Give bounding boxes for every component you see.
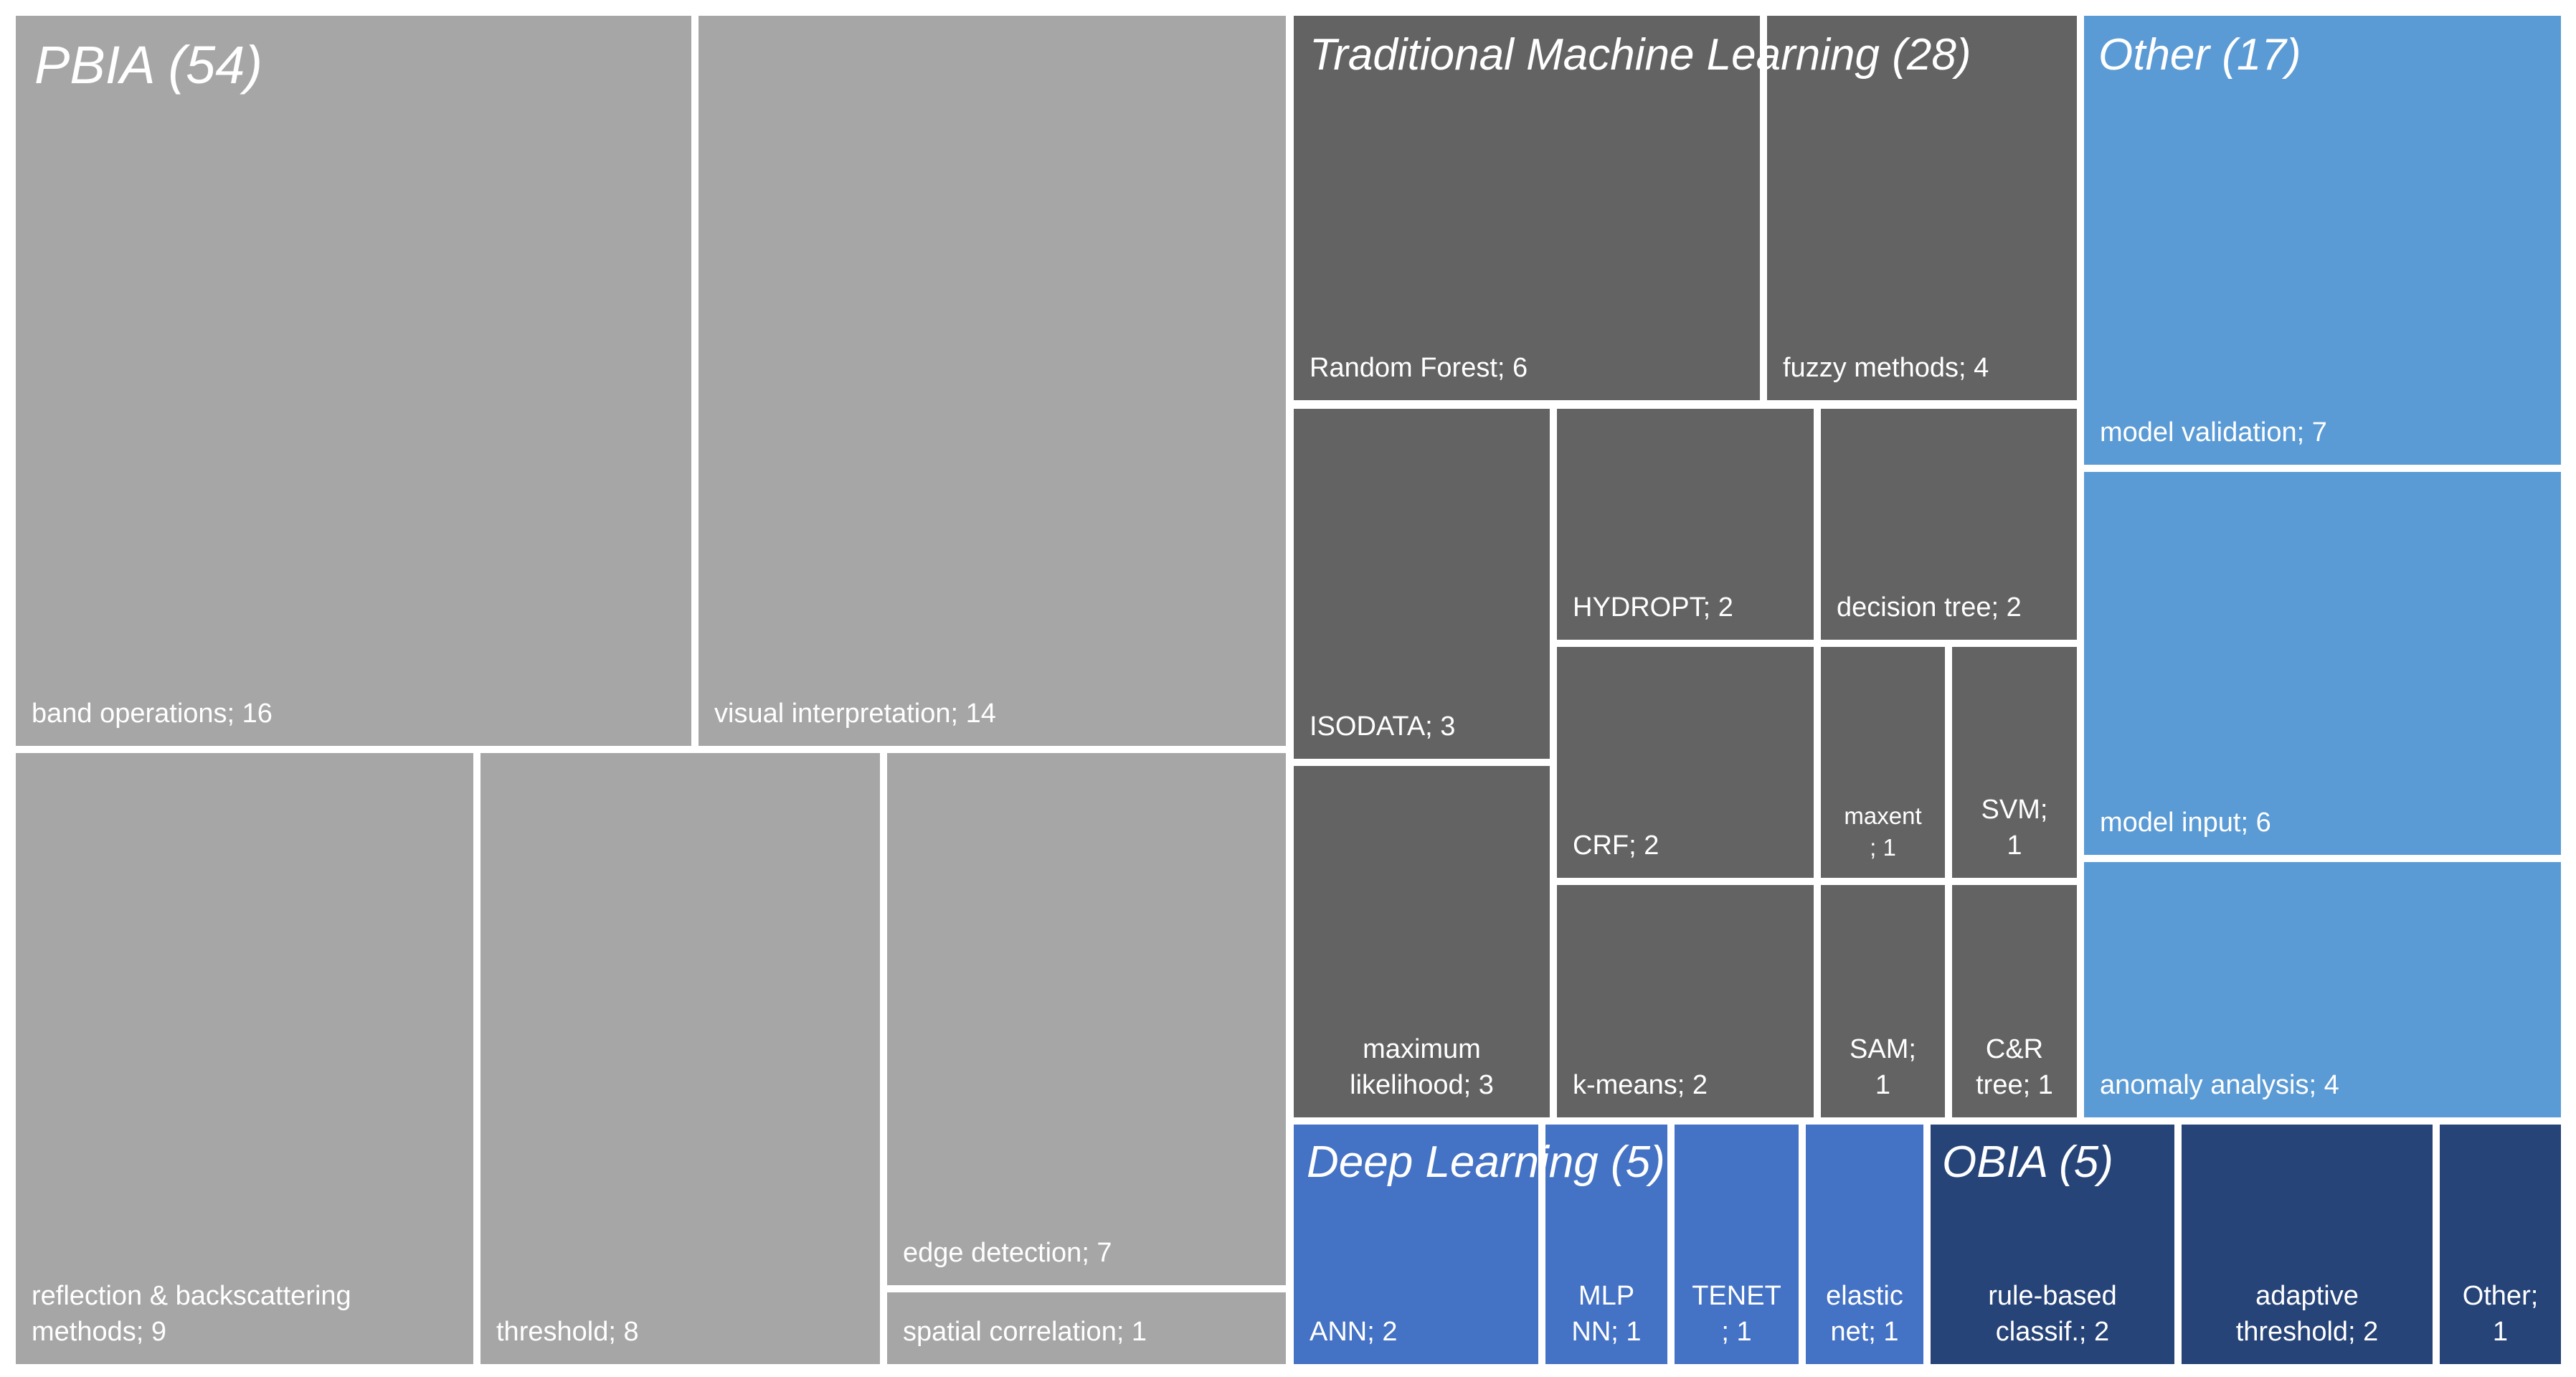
- tile-label: SAM; 1: [1850, 1034, 1916, 1100]
- treemap-tile-svm: SVM; 1: [1952, 647, 2077, 878]
- treemap-tile-sam: SAM; 1: [1821, 885, 1945, 1117]
- tile-label: elastic net; 1: [1826, 1281, 1903, 1347]
- tile-label: edge detection; 7: [903, 1238, 1112, 1268]
- treemap-tile-model-validation: model validation; 7: [2084, 16, 2561, 465]
- tile-label: Random Forest; 6: [1310, 353, 1528, 383]
- tile-label: C&R tree; 1: [1976, 1034, 2053, 1100]
- tile-label: SVM; 1: [1981, 795, 2048, 861]
- tile-label: decision tree; 2: [1837, 592, 2022, 623]
- treemap-tile-visual-interpretation: visual interpretation; 14: [699, 16, 1286, 746]
- tile-label: spatial correlation; 1: [903, 1317, 1147, 1347]
- treemap-tile-fuzzy-methods: fuzzy methods; 4: [1767, 16, 2077, 400]
- group-title-traditional-machine-learning-28: Traditional Machine Learning (28): [1310, 30, 1971, 80]
- tile-label: maximum likelihood; 3: [1350, 1034, 1494, 1100]
- tile-label: Other; 1: [2462, 1281, 2539, 1347]
- treemap-tile-crf: CRF; 2: [1557, 647, 1814, 878]
- treemap-tile-adaptive-threshold: adaptive threshold; 2: [2182, 1125, 2433, 1364]
- treemap-tile-edge-detection: edge detection; 7: [887, 753, 1286, 1285]
- tile-label: HYDROPT; 2: [1573, 592, 1733, 623]
- treemap-tile-random-forest: Random Forest; 6: [1294, 16, 1760, 400]
- tile-label: threshold; 8: [496, 1317, 639, 1347]
- tile-label: k-means; 2: [1573, 1070, 1708, 1100]
- tile-label: ANN; 2: [1310, 1317, 1398, 1347]
- tile-label: TENET ; 1: [1692, 1281, 1781, 1347]
- treemap-tile-model-input: model input; 6: [2084, 472, 2561, 855]
- treemap-tile-tenet: TENET ; 1: [1675, 1125, 1799, 1364]
- tile-label: band operations; 16: [32, 699, 273, 729]
- tile-label: visual interpretation; 14: [714, 699, 996, 729]
- tile-label: anomaly analysis; 4: [2100, 1070, 2339, 1100]
- tile-label: rule-based classif.; 2: [1988, 1281, 2117, 1347]
- treemap-tile-isodata: ISODATA; 3: [1294, 409, 1550, 759]
- treemap-tile-maximum-likelihood: maximum likelihood; 3: [1294, 766, 1550, 1117]
- tile-label: reflection & backscattering methods; 9: [32, 1281, 351, 1347]
- treemap-tile-other: Other; 1: [2440, 1125, 2561, 1364]
- treemap-tile-maxent: maxent ; 1: [1821, 647, 1945, 878]
- group-title-other-17: Other (17): [2098, 30, 2301, 80]
- treemap-tile-decision-tree: decision tree; 2: [1821, 409, 2077, 640]
- tile-label: ISODATA; 3: [1310, 711, 1456, 742]
- treemap-tile-k-means: k-means; 2: [1557, 885, 1814, 1117]
- treemap-tile-ann: ANN; 2: [1294, 1125, 1538, 1364]
- group-title-obia-5: OBIA (5): [1942, 1137, 2113, 1187]
- tile-label: fuzzy methods; 4: [1783, 353, 1989, 383]
- treemap-tile-hydropt: HYDROPT; 2: [1557, 409, 1814, 640]
- tile-label: maxent ; 1: [1844, 803, 1922, 861]
- treemap-tile-candr-tree: C&R tree; 1: [1952, 885, 2077, 1117]
- treemap-tile-band-operations: band operations; 16: [16, 16, 691, 746]
- treemap-tile-anomaly-analysis: anomaly analysis; 4: [2084, 862, 2561, 1117]
- tile-label: model validation; 7: [2100, 417, 2327, 448]
- treemap-tile-reflection-and-backscattering-methods: reflection & backscattering methods; 9: [16, 753, 473, 1364]
- treemap-tile-mlp-nn: MLP NN; 1: [1545, 1125, 1667, 1364]
- treemap-tile-rule-based-classif: rule-based classif.; 2: [1931, 1125, 2174, 1364]
- treemap-tile-threshold: threshold; 8: [480, 753, 880, 1364]
- tile-label: CRF; 2: [1573, 831, 1659, 861]
- tile-label: adaptive threshold; 2: [2235, 1281, 2379, 1347]
- tile-label: model input; 6: [2100, 808, 2271, 838]
- treemap-tile-elastic-net: elastic net; 1: [1806, 1125, 1923, 1364]
- treemap-tile-spatial-correlation: spatial correlation; 1: [887, 1292, 1286, 1364]
- tile-label: MLP NN; 1: [1571, 1281, 1642, 1347]
- group-title-pbia-54: PBIA (54): [34, 35, 263, 95]
- group-title-deep-learning-5: Deep Learning (5): [1307, 1137, 1665, 1187]
